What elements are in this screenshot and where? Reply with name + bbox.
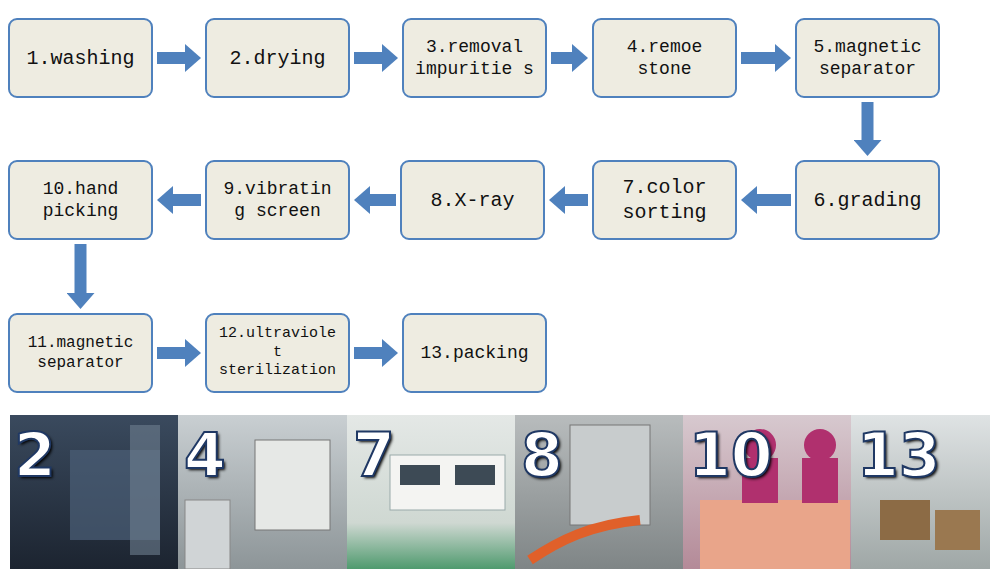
process-box: 12.ultraviole t sterilization <box>205 313 350 393</box>
callout-number: 4 <box>184 425 226 485</box>
callout-number: 7 <box>353 425 395 485</box>
callout-number: 2 <box>14 425 56 485</box>
step-label: 4.remoe stone <box>602 36 727 81</box>
flow-arrow <box>354 52 382 64</box>
step-label: 9.vibratin g screen <box>215 178 340 223</box>
step-label: 7.color sorting <box>602 175 727 225</box>
flow-arrow <box>565 194 588 206</box>
process-box: 4.remoe stone <box>592 18 737 98</box>
photo-drying <box>10 415 178 569</box>
photo-destoner <box>178 415 347 569</box>
sorter-panel <box>400 465 440 485</box>
sorter-machine <box>390 455 505 510</box>
callout-number: 13 <box>857 425 941 485</box>
flow-arrow <box>862 102 874 140</box>
process-box: 10.hand picking <box>8 160 153 240</box>
worker <box>804 429 836 461</box>
process-box: 5.magnetic separator <box>795 18 940 98</box>
sorter-panel <box>455 465 495 485</box>
process-box: 6.grading <box>795 160 940 240</box>
callout-number: 10 <box>689 425 773 485</box>
process-box: 2.drying <box>205 18 350 98</box>
carton <box>935 510 980 550</box>
photo-ground <box>515 415 683 569</box>
photo-ground <box>178 415 347 569</box>
process-box: 1.washing <box>8 18 153 98</box>
step-label: 13.packing <box>420 342 528 365</box>
flow-arrow <box>75 244 87 293</box>
flow-arrow <box>370 194 396 206</box>
machine <box>255 440 330 530</box>
photo-ground <box>347 415 515 569</box>
step-label: 6.grading <box>813 188 921 213</box>
xray-machine <box>570 425 650 525</box>
flow-arrow <box>551 52 572 64</box>
process-box: 9.vibratin g screen <box>205 160 350 240</box>
flow-arrow <box>741 52 775 64</box>
flow-arrow <box>173 194 201 206</box>
step-label: 12.ultraviole t sterilization <box>215 325 340 381</box>
photo-color-sorter <box>347 415 515 569</box>
step-label: 3.removal impuritie s <box>412 36 537 81</box>
step-label: 1.washing <box>26 46 134 71</box>
step-label: 11.magnetic separator <box>18 333 143 373</box>
picking-belt <box>700 500 850 569</box>
photo-hand-picking <box>683 415 851 569</box>
worker <box>802 458 838 503</box>
flow-arrow <box>157 52 185 64</box>
photo-ground <box>683 415 851 569</box>
flow-arrow <box>757 194 791 206</box>
process-box: 7.color sorting <box>592 160 737 240</box>
control-cabinet <box>185 500 230 569</box>
door <box>130 425 160 555</box>
photo-ground <box>10 415 178 569</box>
step-label: 8.X-ray <box>430 188 514 213</box>
photo-xray <box>515 415 683 569</box>
flow-arrow <box>354 347 382 359</box>
step-label: 10.hand picking <box>18 178 143 223</box>
conveyor-product <box>530 520 640 560</box>
process-box: 3.removal impuritie s <box>402 18 547 98</box>
photo-packing <box>851 415 990 569</box>
callout-number: 8 <box>521 425 563 485</box>
step-label: 2.drying <box>229 46 325 71</box>
process-box: 11.magnetic separator <box>8 313 153 393</box>
photo-ground <box>851 415 990 569</box>
carton <box>880 500 930 540</box>
process-box: 8.X-ray <box>400 160 545 240</box>
process-box: 13.packing <box>402 313 547 393</box>
flow-arrow <box>157 347 185 359</box>
step-label: 5.magnetic separator <box>805 36 930 81</box>
